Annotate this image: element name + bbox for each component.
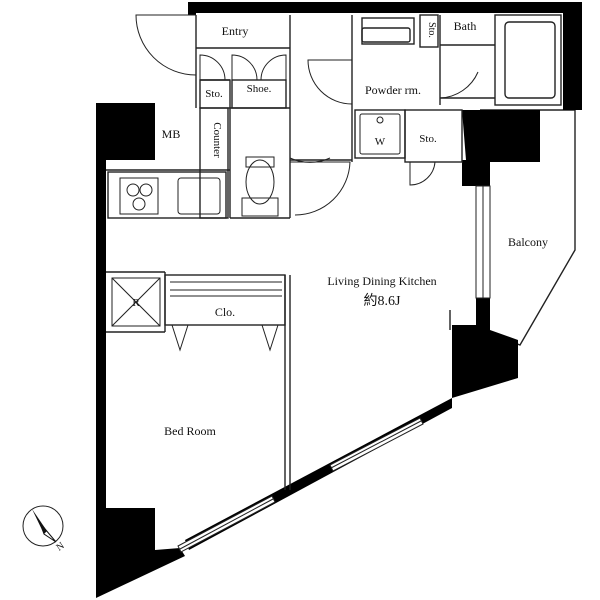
room-label-mb: MB [162, 127, 181, 141]
ldk-window[interactable] [329, 417, 424, 472]
room-label-bath: Bath [454, 19, 477, 33]
toilet [241, 156, 279, 217]
storage-entry-door[interactable] [199, 54, 226, 81]
room-label-storage-hall: Sto. [419, 133, 437, 145]
balcony-door[interactable] [475, 185, 491, 299]
room-label-shoe: Shoe. [247, 83, 272, 95]
storage-hall-door[interactable] [409, 161, 436, 186]
hall-door[interactable] [290, 161, 351, 216]
room-label-entry: Entry [222, 24, 249, 38]
room-label-counter: Counter [211, 122, 223, 158]
closet-doors[interactable] [171, 324, 279, 352]
room-label-ldk-area: 約8.6J [364, 293, 401, 309]
bath-door[interactable] [439, 55, 479, 99]
room-label-bedroom: Bed Room [164, 424, 216, 438]
toilet-door[interactable] [289, 110, 331, 163]
shoe-cabinet-doors[interactable] [231, 54, 287, 81]
refrigerator: R [111, 277, 161, 327]
compass-north-label: N [54, 540, 66, 553]
exterior-walls [96, 2, 582, 598]
entry-door[interactable] [135, 14, 197, 76]
room-label-storage-bath: Sto. [426, 22, 437, 38]
stove [126, 183, 153, 211]
bedroom-window[interactable] [177, 495, 276, 553]
room-label-washer: W [375, 136, 386, 148]
room-label-balcony: Balcony [508, 235, 548, 249]
north-compass: N [22, 505, 67, 554]
room-label-storage-entry: Sto. [205, 88, 223, 100]
interior-walls [106, 14, 562, 490]
room-label-closet: Clo. [215, 305, 235, 319]
room-label-powder-room: Powder rm. [365, 83, 421, 97]
room-label-ldk: Living Dining Kitchen [327, 274, 436, 288]
refrigerator-label: R [132, 297, 140, 309]
powder-room-door[interactable] [307, 59, 353, 105]
